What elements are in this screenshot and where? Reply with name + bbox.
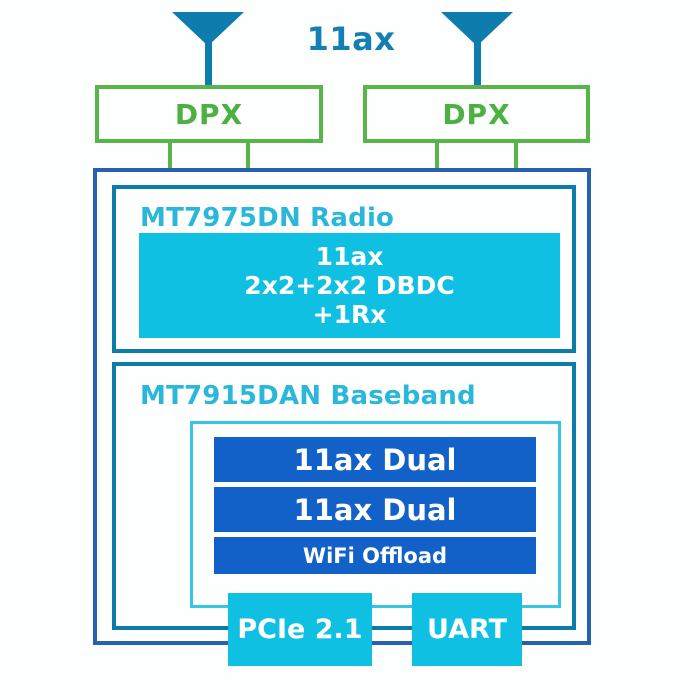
connector-line-1 <box>168 141 172 170</box>
capability-line-3: +1Rx <box>312 300 387 329</box>
pcie-label: PCIe 2.1 <box>237 614 363 645</box>
radio-capability-box: 11ax 2x2+2x2 DBDC +1Rx <box>139 233 560 338</box>
uart-label: UART <box>427 614 507 645</box>
diagram-title: 11ax <box>306 20 396 58</box>
dpx-box-left: DPX <box>95 85 323 143</box>
antenna-left-icon <box>172 12 244 46</box>
baseband-block-dual-2: 11ax Dual <box>214 487 536 532</box>
baseband-block-dual-2-label: 11ax Dual <box>293 492 457 527</box>
antenna-right-icon <box>441 12 513 46</box>
antenna-right-stem <box>474 42 481 86</box>
capability-line-2: 2x2+2x2 DBDC <box>244 271 455 300</box>
connector-line-4 <box>514 141 518 170</box>
dpx-right-label: DPX <box>442 97 511 131</box>
baseband-box: MT7915DAN Baseband 11ax Dual 11ax Dual W… <box>112 362 576 630</box>
radio-heading: MT7975DN Radio <box>140 203 395 233</box>
antenna-left-stem <box>205 42 212 86</box>
baseband-block-dual-1: 11ax Dual <box>214 437 536 482</box>
dpx-left-label: DPX <box>174 97 244 131</box>
connector-line-2 <box>246 141 250 170</box>
uart-box: UART <box>412 593 522 666</box>
radio-box: MT7975DN Radio 11ax 2x2+2x2 DBDC +1Rx <box>112 185 576 353</box>
baseband-block-wifi-offload: WiFi Offload <box>214 537 536 574</box>
baseband-heading: MT7915DAN Baseband <box>140 381 476 411</box>
capability-line-1: 11ax <box>315 242 384 271</box>
baseband-block-wifi-offload-label: WiFi Offload <box>302 543 448 568</box>
connector-line-3 <box>435 141 439 170</box>
baseband-block-dual-1-label: 11ax Dual <box>293 442 457 477</box>
pcie-box: PCIe 2.1 <box>228 593 372 666</box>
dpx-box-right: DPX <box>363 85 590 143</box>
baseband-inner-box: 11ax Dual 11ax Dual WiFi Offload <box>190 421 561 608</box>
